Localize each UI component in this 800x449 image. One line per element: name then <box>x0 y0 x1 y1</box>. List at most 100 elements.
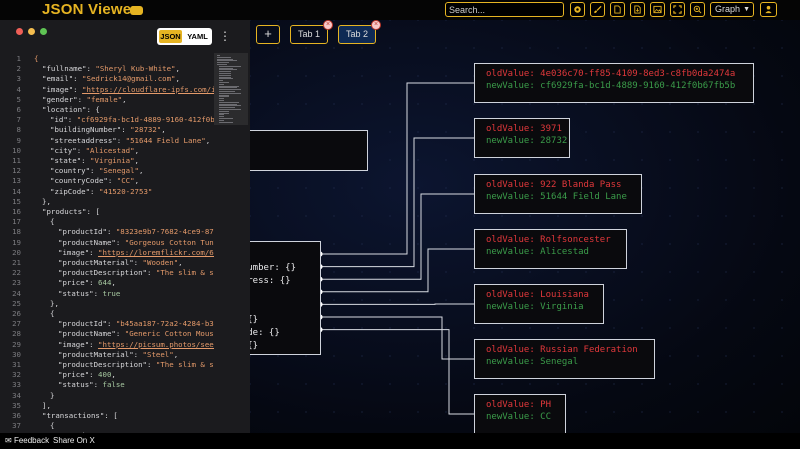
tab-1-close-icon[interactable]: × <box>323 20 333 30</box>
code-key: "txnId": <box>58 431 98 433</box>
code-punctuation: , <box>122 94 127 104</box>
image-button[interactable] <box>650 2 665 17</box>
code-key: "image": <box>42 84 83 94</box>
graph-node-sibling[interactable] <box>250 130 368 171</box>
code-key: "countryCode": <box>50 176 117 186</box>
grid-dot <box>781 327 783 329</box>
grid-dot <box>361 327 363 329</box>
grid-dot <box>529 383 531 385</box>
download-button[interactable] <box>630 2 645 17</box>
grid-dot <box>697 187 699 189</box>
grid-dot <box>697 47 699 49</box>
settings-button[interactable] <box>570 2 585 17</box>
grid-dot <box>333 383 335 385</box>
feedback-link[interactable]: ✉ Feedback <box>5 436 49 445</box>
code-line: 1{ <box>0 53 214 64</box>
grid-dot <box>417 299 419 301</box>
grid-dot <box>389 103 391 105</box>
share-on-x-link[interactable]: Share On X <box>53 436 95 445</box>
grid-dot <box>445 299 447 301</box>
minimap-line <box>219 121 233 123</box>
code-line: 29"image": "https://picsum.photos/seed/m <box>0 339 214 350</box>
parent-node-row: {} <box>250 301 320 314</box>
grid-dot <box>529 47 531 49</box>
grid-dot <box>669 103 671 105</box>
user-button[interactable] <box>760 2 777 17</box>
window-maximize-dot[interactable] <box>40 28 47 35</box>
minimap-line <box>219 105 241 107</box>
line-number: 12 <box>12 166 21 176</box>
line-number: 2 <box>16 64 21 74</box>
code-line: 7"id": "cf6929fa-bc1d-4889-9160-412f0b67… <box>0 114 214 125</box>
tab-1[interactable]: Tab 1 × <box>290 20 333 44</box>
graph-node-location[interactable]: ngNumber: {}address: {}{}{}y: {}/Code: {… <box>250 241 321 355</box>
grid-dot <box>473 327 475 329</box>
new-tab-button[interactable]: + <box>256 25 280 44</box>
code-key: } <box>50 390 55 400</box>
grid-dot <box>501 159 503 161</box>
view-mode-select[interactable]: Graph ▼ <box>710 2 754 17</box>
code-value: "The slim & simp <box>155 360 214 369</box>
new-value: newValue: 51644 Field Lane <box>486 192 627 202</box>
minimap-line <box>219 78 233 80</box>
grid-dot <box>781 75 783 77</box>
brush-button[interactable] <box>590 2 605 17</box>
graph-canvas[interactable]: + Tab 1 × Tab 2 × ngNumber: {}address: {… <box>250 20 800 433</box>
zoom-in-button[interactable] <box>690 2 705 17</box>
minimap-line <box>219 94 229 96</box>
grid-dot <box>333 75 335 77</box>
grid-dot <box>361 271 363 273</box>
grid-dot <box>669 327 671 329</box>
window-close-dot[interactable] <box>16 28 23 35</box>
window-minimize-dot[interactable] <box>28 28 35 35</box>
grid-dot <box>445 159 447 161</box>
grid-dot <box>529 20 531 21</box>
code-value: 400 <box>98 370 112 380</box>
grid-dot <box>361 215 363 217</box>
grid-dot <box>641 131 643 133</box>
file-button[interactable] <box>610 2 625 17</box>
search-input[interactable] <box>445 2 564 17</box>
fullscreen-button[interactable] <box>670 2 685 17</box>
grid-dot <box>641 383 643 385</box>
code-value: "Steel" <box>142 349 174 359</box>
grid-dot <box>389 271 391 273</box>
code-value[interactable]: "https://loremflickr.com/640/ <box>98 247 214 257</box>
minimap-line <box>219 98 224 100</box>
grid-dot <box>669 383 671 385</box>
code-value: "The slim & simp <box>155 268 214 278</box>
line-number: 26 <box>12 309 21 318</box>
new-value: newValue: CC <box>486 412 552 422</box>
grid-dot <box>697 103 699 105</box>
grid-dot <box>333 299 335 301</box>
line-number: 9 <box>16 135 21 145</box>
tab-2-close-icon[interactable]: × <box>371 20 381 30</box>
code-value[interactable]: "https://picsum.photos/seed/m <box>98 339 214 349</box>
code-minimap[interactable] <box>214 53 248 433</box>
more-options-icon[interactable]: ⋮ <box>219 29 231 43</box>
grid-dot <box>669 131 671 133</box>
grid-dot <box>557 47 559 49</box>
code-value[interactable]: "https://cloudflare-ipfs.com/ipfs <box>82 84 214 94</box>
grid-dot <box>250 103 251 105</box>
parent-node-row: address: {} <box>250 276 291 286</box>
grid-dot <box>417 411 419 413</box>
diff-node[interactable]: oldValue: 4e036c70-ff85-4109-8ed3-c8fb0d… <box>474 63 754 103</box>
code-line: 17{ <box>0 216 214 227</box>
code-value: "female" <box>86 94 123 104</box>
code-key: "productMaterial": <box>58 258 143 267</box>
grid-dot <box>753 159 755 161</box>
code-value: "Senegal" <box>98 166 139 176</box>
format-json-button[interactable]: JSON <box>159 30 182 43</box>
code-editor[interactable]: 1{2"fullname": "Sheryl Kub-White",3"emai… <box>0 53 214 433</box>
grid-dot <box>585 47 587 49</box>
tab-2[interactable]: Tab 2 × <box>338 20 381 44</box>
minimap-line <box>217 62 229 64</box>
format-yaml-button[interactable]: YAML <box>187 32 208 41</box>
